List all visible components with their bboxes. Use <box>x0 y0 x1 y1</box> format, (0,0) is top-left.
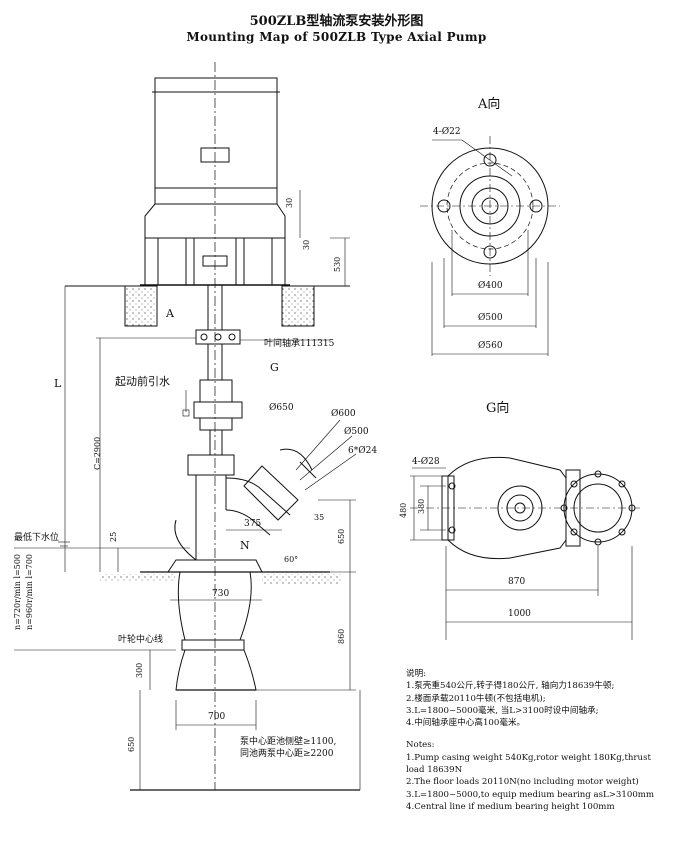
view-a-title: A向 <box>478 97 501 112</box>
notes-cn-item-3: 3.L=1800~5000毫米, 当L>3100时设中间轴承; <box>406 705 599 716</box>
floor-slab <box>65 285 350 327</box>
notes-en-item-4: 4.Central line if medium bearing height … <box>406 801 615 812</box>
dim-c-2900: C=2900 <box>93 436 102 470</box>
view-a-d500: Ø500 <box>478 313 503 323</box>
pit-note-1: 泵中心距池侧壁≥1100, <box>240 737 337 747</box>
view-g-title: G向 <box>486 401 510 416</box>
notes-cn-item-4: 4.中间轴承座中心高100毫米。 <box>406 718 526 729</box>
notes-block: 说明: 1.泵壳重540公斤,转子得180公斤, 轴向力18639牛顿; 2.楼… <box>406 668 668 813</box>
view-g-body <box>410 456 640 640</box>
arrow-n-label: N <box>240 539 250 552</box>
flange-d500: Ø500 <box>344 427 369 437</box>
motor <box>140 62 290 790</box>
notes-en-item-2: 2.The floor loads 20110N(no including mo… <box>406 777 639 788</box>
notes-en-item-3: 3.L=1800~5000,to equip medium bearing as… <box>406 789 655 800</box>
notes-cn-heading: 说明: <box>406 669 427 679</box>
lowest-water-label: 最低下水位 <box>14 533 60 543</box>
prime-water-label: 起动前引水 <box>115 375 170 388</box>
arrow-a-label: A <box>166 307 174 320</box>
dim-30-top: 30 <box>285 197 294 208</box>
arrow-g-label: G <box>270 361 279 374</box>
notes-cn-item-1: 1.泵壳重540公斤,转子得180公斤, 轴向力18639牛顿; <box>406 681 615 692</box>
base-slab <box>100 574 342 584</box>
impeller-center-label: 叶轮中心线 <box>118 635 164 645</box>
flange-holes: 6*Ø24 <box>348 446 378 456</box>
angle-35: 35 <box>314 513 325 522</box>
angle-60: 60° <box>284 555 299 564</box>
dim-375: 375 <box>244 519 262 529</box>
dim-860: 860 <box>337 628 346 644</box>
dim-650-bottom: 650 <box>127 736 136 752</box>
dim-l: L <box>54 377 62 390</box>
view-g-dim-870: 870 <box>508 577 526 587</box>
notes-en-heading: Notes: <box>406 740 435 751</box>
dimension-lines <box>14 190 361 791</box>
dim-730: 730 <box>212 589 230 599</box>
view-a-flange <box>420 136 560 356</box>
pit-note-2: 同池两泵中心距≥2200 <box>240 749 334 759</box>
notes-cn-item-2: 2.楼面承载20110牛顿(不包括电机); <box>406 693 546 704</box>
view-a-holes: 4-Ø22 <box>433 127 461 137</box>
flange-d650: Ø650 <box>269 403 294 413</box>
pump-body <box>140 448 330 691</box>
bearing-label: 叶间轴承111315 <box>264 339 335 349</box>
view-g-dim-480: 480 <box>399 502 408 518</box>
dim-300: 300 <box>135 662 144 678</box>
view-g-dim-1000: 1000 <box>508 609 531 619</box>
view-g-holes: 4-Ø28 <box>412 457 440 467</box>
dim-25: 25 <box>109 531 118 542</box>
view-a-d560: Ø560 <box>478 341 503 351</box>
notes-en-item-1: 1.Pump casing weight 540Kg,rotor weight … <box>406 752 651 776</box>
view-a-d400: Ø400 <box>478 281 503 291</box>
shaft <box>193 285 243 455</box>
dim-650-right: 650 <box>337 528 346 544</box>
dim-700: 700 <box>208 712 226 722</box>
view-g-dim-380: 380 <box>417 498 426 514</box>
speed-720: n=720r/min l=500 <box>13 553 22 630</box>
flange-d600: Ø600 <box>331 409 356 419</box>
dim-30-bottom: 30 <box>302 239 311 250</box>
title-chinese: 500ZLB型轴流泵安装外形图 <box>249 14 424 29</box>
dim-530: 530 <box>333 256 342 272</box>
title-english: Mounting Map of 500ZLB Type Axial Pump <box>186 30 487 44</box>
speed-960: n=960r/min l=700 <box>25 553 34 630</box>
